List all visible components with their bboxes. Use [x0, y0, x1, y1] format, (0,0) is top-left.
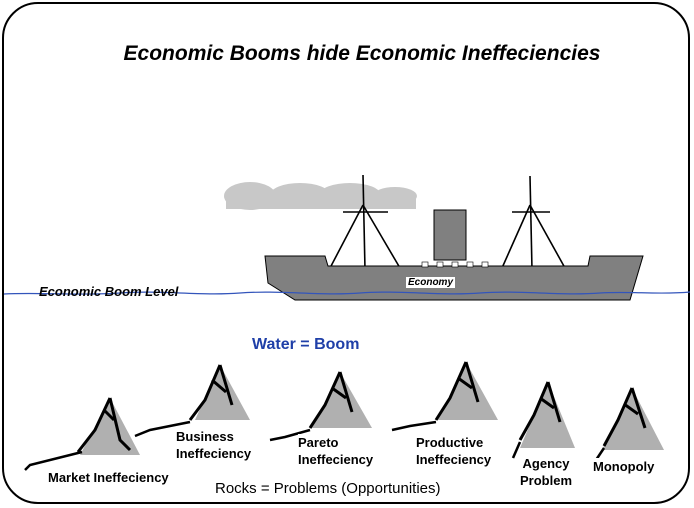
- rock-label-business: Business Ineffeciency: [176, 428, 252, 462]
- rock: [134, 364, 250, 438]
- ship-label: Economy: [406, 277, 456, 288]
- rock: [269, 371, 372, 442]
- rock: [391, 361, 498, 432]
- rock-label-agency: Agency Problem: [520, 455, 573, 489]
- rock: [511, 381, 575, 459]
- boom-level-label: Economic Boom Level: [39, 284, 179, 299]
- water-label: Water = Boom: [252, 336, 360, 353]
- rock-label-productive: Productive Ineffeciency: [416, 434, 492, 468]
- rock-label-market: Market Ineffeciency: [48, 469, 169, 486]
- portholes: [421, 261, 489, 268]
- ship-funnel: [433, 209, 467, 261]
- rock: [594, 387, 664, 461]
- rock-label-pareto: Pareto Ineffeciency: [298, 434, 374, 468]
- rock-label-monopoly: Monopoly: [593, 458, 655, 475]
- rocks-caption: Rocks = Problems (Opportunities): [215, 480, 441, 497]
- rock: [24, 397, 140, 471]
- ship-rigging: [329, 174, 566, 271]
- diagram-title: Economic Booms hide Economic Ineffecienc…: [123, 42, 601, 65]
- water-line: [3, 291, 691, 295]
- smoke-cloud: [224, 182, 417, 210]
